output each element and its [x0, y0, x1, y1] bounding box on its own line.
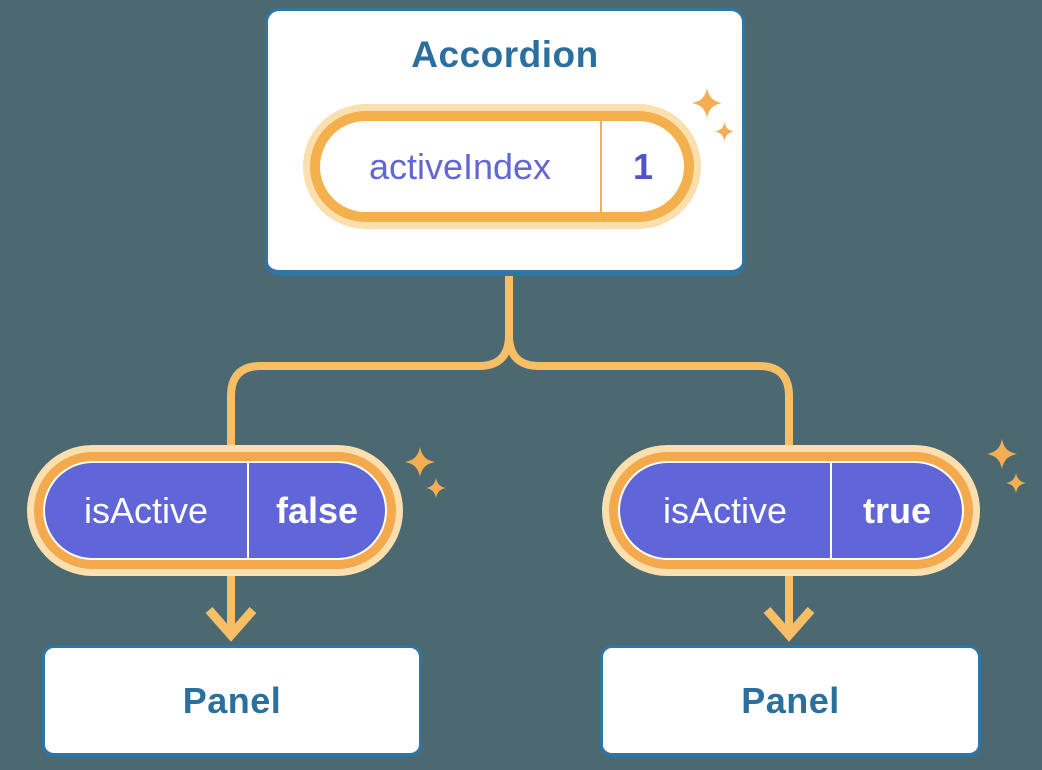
prop-value-label: true — [862, 489, 931, 531]
arrow-head-right — [763, 607, 815, 642]
state-name-label: activeIndex — [368, 145, 552, 187]
state-value-label: 1 — [632, 145, 654, 187]
panel-component-box-right: Panel — [600, 645, 981, 757]
sparkle-icon — [426, 478, 446, 498]
sparkle-icon — [1006, 473, 1026, 493]
panel-title: Panel — [182, 679, 282, 721]
arrow-head-left — [205, 607, 257, 642]
pill-divider — [600, 121, 602, 212]
accordion-title: Accordion — [411, 34, 599, 75]
pill-divider — [247, 463, 249, 558]
sparkle-icon — [405, 447, 435, 477]
sparkle-icon — [692, 88, 722, 118]
prop-name-label: isActive — [662, 489, 788, 531]
state-pill-activeindex: activeIndex 1 — [320, 121, 684, 212]
prop-name-label: isActive — [83, 489, 209, 531]
prop-pill-isactive-false: isActive false — [45, 463, 385, 558]
sparkle-icon — [987, 439, 1017, 469]
panel-title: Panel — [741, 679, 840, 721]
panel-component-box-left: Panel — [42, 645, 422, 757]
pill-divider — [830, 463, 832, 558]
prop-value-label: false — [275, 489, 359, 531]
prop-pill-isactive-true: isActive true — [620, 463, 962, 558]
sparkle-icon — [715, 122, 734, 141]
